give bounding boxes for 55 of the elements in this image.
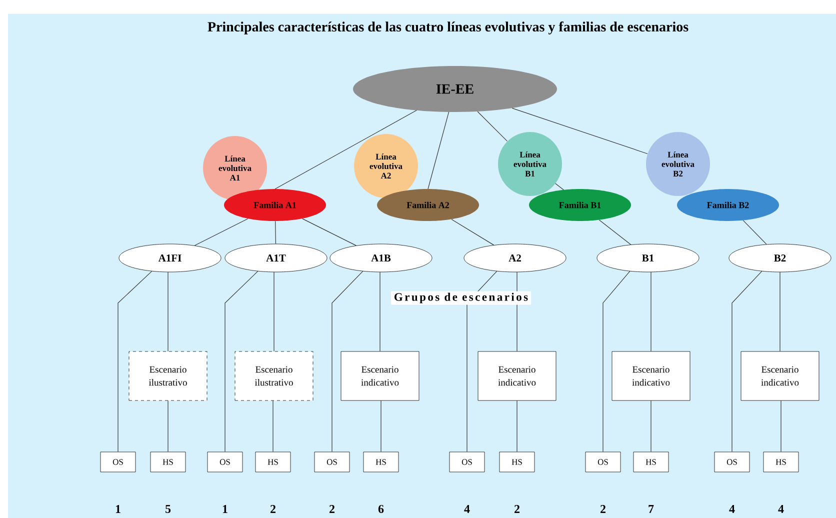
connector-line bbox=[274, 110, 417, 190]
output-box: HS bbox=[763, 452, 799, 472]
section-label: Grupos de escenarios bbox=[390, 291, 532, 305]
count-number: 1 bbox=[222, 505, 228, 513]
connector-line bbox=[380, 400, 382, 452]
output-box: OS bbox=[714, 452, 750, 472]
connector-line bbox=[224, 270, 258, 452]
count-number: 6 bbox=[378, 504, 384, 513]
output-box: HS bbox=[499, 452, 535, 472]
count-number: 2 bbox=[330, 505, 334, 513]
connector-line bbox=[466, 270, 498, 452]
connector-line bbox=[451, 219, 494, 246]
connector-line bbox=[650, 272, 652, 352]
scenario-box: Escenario ilustrativo bbox=[128, 351, 208, 401]
count-number: 1 bbox=[116, 505, 120, 513]
count-number: 4 bbox=[464, 505, 470, 513]
connector-line bbox=[598, 220, 632, 245]
connector-line bbox=[332, 270, 364, 452]
connector-line bbox=[742, 220, 767, 245]
connector-line bbox=[194, 218, 248, 246]
connector-line bbox=[512, 108, 648, 154]
connector-line bbox=[118, 270, 152, 452]
connector-line bbox=[275, 220, 276, 244]
scenario-box: Escenario indicativo bbox=[612, 351, 690, 401]
count-number: 4 bbox=[729, 505, 735, 513]
connector-line bbox=[732, 270, 762, 452]
connector-line bbox=[516, 400, 518, 452]
output-box: HS bbox=[255, 452, 291, 472]
scenario-box: Escenario indicativo bbox=[740, 351, 820, 401]
output-box: OS bbox=[314, 452, 350, 472]
scenario-box: Escenario indicativo bbox=[340, 351, 420, 401]
connector-line bbox=[555, 183, 564, 190]
output-box: HS bbox=[363, 452, 399, 472]
connector-line bbox=[602, 270, 630, 452]
scenario-box: Escenario indicativo bbox=[478, 351, 556, 401]
output-box: OS bbox=[585, 452, 621, 472]
output-box: OS bbox=[100, 452, 136, 472]
count-number: 2 bbox=[514, 505, 520, 513]
count-number: 5 bbox=[166, 505, 171, 513]
connector-line bbox=[302, 218, 356, 246]
connector-line bbox=[428, 112, 450, 190]
title: Principales características de las cuatro líneas evolutivas y familias de escenarios bbox=[208, 22, 688, 34]
count-number: 2 bbox=[600, 505, 606, 513]
output-box: OS bbox=[207, 452, 243, 472]
connector-line bbox=[650, 400, 652, 452]
output-box: HS bbox=[150, 452, 186, 472]
scenario-box: Escenario ilustrativo bbox=[234, 351, 314, 401]
connector-line bbox=[272, 400, 274, 452]
count-number: 2 bbox=[270, 505, 276, 513]
connector-line bbox=[477, 111, 508, 142]
count-number: 7 bbox=[648, 505, 654, 513]
output-box: OS bbox=[449, 452, 485, 472]
count-number: 4 bbox=[778, 505, 784, 513]
output-box: HS bbox=[633, 452, 669, 472]
connector-line bbox=[780, 400, 782, 452]
